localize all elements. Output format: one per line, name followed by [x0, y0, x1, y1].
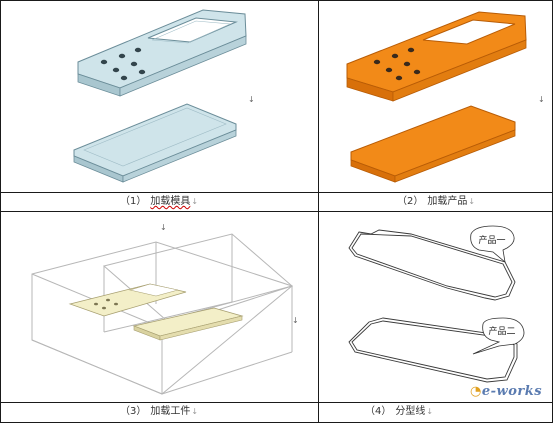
caption-2: （2）加载产品↓ [396, 196, 476, 207]
panel-1-mold-illustration [73, 9, 247, 183]
panel-2-product-illustration [346, 11, 527, 183]
callout-product-one: 产品一 [470, 225, 515, 263]
callout-product-two-text: 产品二 [488, 325, 515, 337]
mark-3-top: ↓ [160, 223, 167, 232]
parting-line-upper [348, 229, 516, 301]
caption-4: （4）分型线↓ [364, 406, 434, 417]
watermark-logo: ◔e-works [470, 384, 543, 399]
mark-1: ↓ [248, 95, 255, 104]
callout-product-one-text: 产品一 [478, 234, 505, 246]
callout-product-two: 产品二 [472, 317, 525, 355]
caption-1: （1）加载模具↓ [119, 196, 199, 207]
workpiece-part-lower [132, 307, 244, 341]
parting-line-lower [348, 317, 518, 383]
mark-2: ↓ [538, 95, 545, 104]
product-lower-part [350, 105, 516, 183]
mold-lower-plate [73, 103, 237, 183]
product-upper-part [346, 11, 527, 102]
workpiece-part-upper [68, 283, 187, 317]
workpiece-box [31, 233, 294, 395]
panel-3-workpiece-illustration [31, 233, 294, 395]
mold-upper-plate [77, 9, 247, 97]
caption-3: （3）加载工件↓ [119, 406, 199, 417]
mark-3-side: ↓ [292, 316, 299, 325]
panel-4-parting-line-illustration: 产品一 产品二 [348, 225, 525, 383]
